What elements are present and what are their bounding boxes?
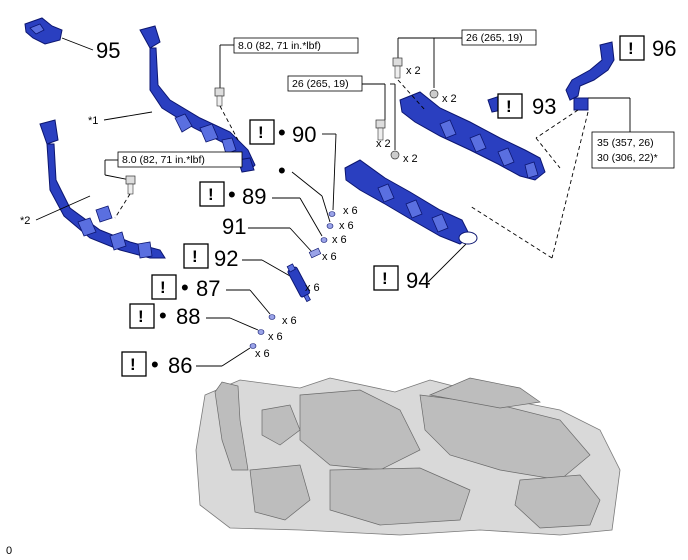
caution-94: ! (373, 265, 399, 291)
bullet-unlabeled: • (278, 158, 286, 183)
callout-91: 91 (222, 214, 246, 239)
qty-89: x 6 (332, 234, 347, 246)
svg-text:!: ! (628, 39, 634, 58)
bullet-86: • (151, 352, 159, 377)
callout-96: 96 (652, 36, 676, 61)
part-87-o-ring (268, 314, 276, 320)
bullet-89: • (228, 182, 236, 207)
torque-rail-upper: 26 (265, 19) (466, 32, 523, 44)
callout-95: 95 (96, 38, 120, 63)
part-91-insulator (308, 247, 322, 259)
svg-text:!: ! (138, 307, 144, 326)
svg-text:!: ! (160, 278, 166, 297)
qty-92: x 6 (305, 282, 320, 294)
qty-87: x 6 (282, 315, 297, 327)
caution-96: ! (619, 35, 645, 61)
harness-2-bolt (125, 175, 136, 195)
part-wire-harness-1 (139, 25, 256, 173)
engine-block-illustration (195, 377, 621, 536)
torque-harness-1: 8.0 (82, 71 in.*lbf) (238, 40, 321, 52)
part-86-gasket (249, 343, 257, 349)
label-star2: *2 (20, 215, 30, 227)
caution-93: ! (497, 93, 523, 119)
svg-text:!: ! (258, 123, 264, 142)
qty-91: x 6 (322, 251, 337, 263)
qty-rail-lower-bolt: x 2 (376, 138, 391, 150)
rail-upper-bolt (392, 57, 403, 79)
qty-90: x 6 (343, 205, 358, 217)
torque-harness-2: 8.0 (82, 71 in.*lbf) (122, 154, 205, 166)
callout-92: 92 (214, 246, 238, 271)
part-94-fuel-rail-lower (344, 159, 478, 245)
part-wire-harness-2 (39, 119, 166, 259)
figure-code: 0 (6, 545, 12, 557)
qty-rail-upper-bolt: x 2 (406, 65, 421, 77)
part-89-seal (320, 237, 328, 243)
svg-text:!: ! (130, 355, 136, 374)
callout-94: 94 (406, 268, 430, 293)
bullet-88: • (159, 303, 167, 328)
caution-89: ! (199, 181, 225, 207)
part-96-fuel-pipe (565, 41, 615, 111)
part-90-o-ring (328, 211, 336, 217)
callout-88: 88 (176, 304, 200, 329)
part-95-bracket (24, 17, 63, 45)
svg-text:!: ! (506, 97, 512, 116)
callout-86: 86 (168, 353, 192, 378)
torque-rail-lower: 26 (265, 19) (292, 78, 349, 90)
bullet-90: • (278, 120, 286, 145)
callout-87: 87 (196, 276, 220, 301)
rail-lower-bolt (375, 119, 386, 141)
caution-88: ! (129, 303, 155, 329)
caution-90: ! (249, 119, 275, 145)
callout-89: 89 (242, 184, 266, 209)
caution-92: ! (183, 243, 209, 269)
rail-lower-nut (390, 150, 400, 160)
callout-90: 90 (292, 122, 316, 147)
harness-1-bolt (214, 87, 225, 107)
part-92-fuel-injector (286, 263, 311, 303)
qty-rail-lower-nut: x 2 (403, 153, 418, 165)
caution-86: ! (121, 351, 147, 377)
part-seal-unlabeled (326, 223, 334, 229)
bullet-87: • (181, 275, 189, 300)
label-star1: *1 (88, 115, 98, 127)
qty-86: x 6 (255, 348, 270, 360)
part-88-backup-ring (257, 329, 265, 335)
rail-upper-nut (429, 89, 439, 99)
svg-text:!: ! (208, 185, 214, 204)
svg-text:!: ! (382, 269, 388, 288)
qty-88: x 6 (268, 331, 283, 343)
caution-87: ! (151, 274, 177, 300)
qty-unlabeled: x 6 (339, 220, 354, 232)
torque-pipe-line-1: 35 (357, 26) (597, 137, 654, 149)
torque-pipe-line-2: 30 (306, 22)* (597, 152, 658, 164)
svg-text:!: ! (192, 247, 198, 266)
callout-93: 93 (532, 94, 556, 119)
part-93-fuel-rail-upper (399, 91, 546, 181)
qty-rail-upper-nut: x 2 (442, 93, 457, 105)
